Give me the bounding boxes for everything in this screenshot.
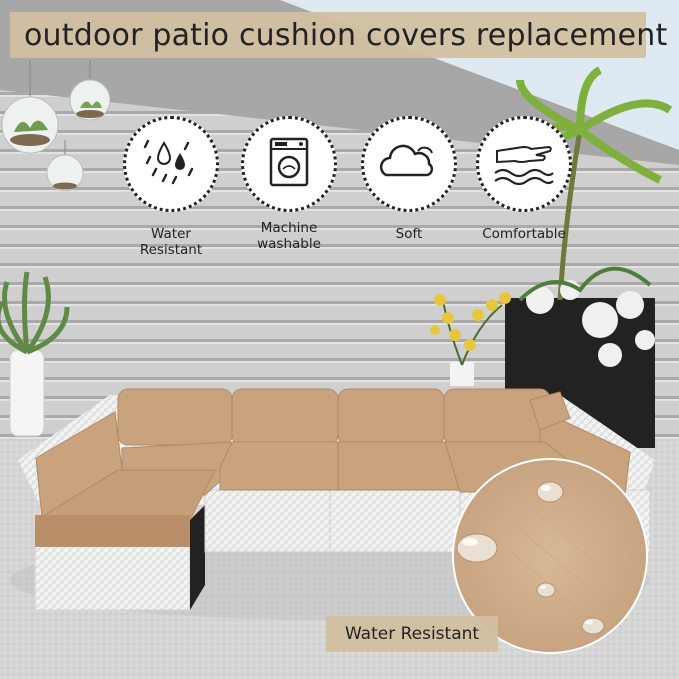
hanging-planters: [1, 60, 111, 192]
washing-machine-icon: [241, 116, 337, 212]
feature-label: Water Resistant: [139, 226, 203, 258]
sectional-sofa: [18, 388, 655, 611]
feature-label: Soft: [395, 226, 423, 242]
page-title: outdoor patio cushion covers replacement: [24, 17, 668, 53]
feature-label: Comfortable: [482, 226, 566, 242]
water-droplets: [456, 481, 605, 635]
title-banner: outdoor patio cushion covers replacement: [10, 12, 667, 58]
feature-label: Machine washable: [257, 220, 321, 252]
left-plant: [0, 271, 70, 437]
feature-water-resistant: Water Resistant: [119, 116, 223, 258]
hand-on-cushion-icon: [476, 116, 572, 212]
closeup-caption: Water Resistant: [344, 624, 480, 644]
feature-comfortable: Comfortable: [472, 116, 576, 242]
cloud-icon: [361, 116, 457, 212]
water-drops-icon: [123, 116, 219, 212]
fabric-closeup: [452, 458, 648, 654]
feature-soft: Soft: [357, 116, 461, 242]
closeup-caption-box: Water Resistant: [326, 616, 498, 652]
feature-machine-washable: Machine washable: [237, 116, 341, 252]
yellow-orchid: [430, 292, 511, 386]
